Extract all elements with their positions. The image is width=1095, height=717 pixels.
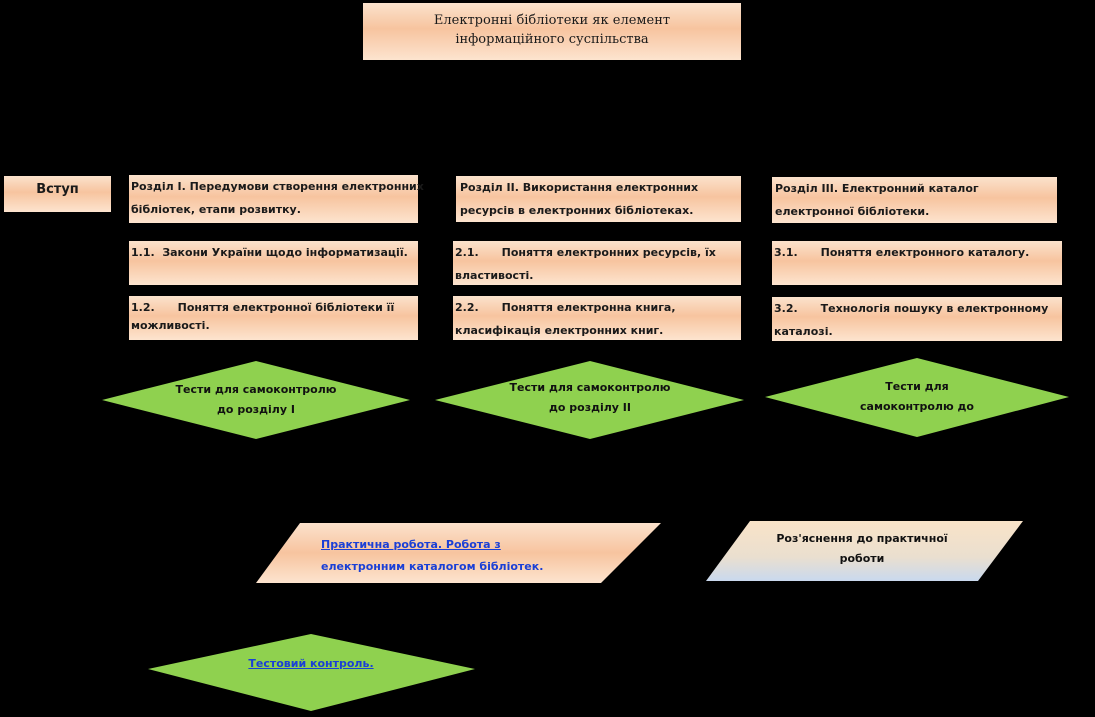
test-2-label-line-2: до розділу ІІ [549, 401, 631, 414]
test-3-label-line-1: Тести для [885, 380, 949, 393]
test-diamond-3[interactable] [765, 358, 1069, 437]
section-3-heading-line-2: електронної бібліотеки. [775, 205, 930, 218]
practical-label-line-1[interactable]: Практична робота. Робота з [321, 538, 501, 551]
explanation-label-line-1: Роз'яснення до практичної [776, 532, 948, 545]
section-2-item-2-line-2: класифікація електронних книг. [455, 324, 664, 337]
test-diamond-2[interactable] [435, 361, 744, 439]
diagram-title: Електронні бібліотеки як елемент інформа… [363, 3, 741, 60]
explanation-parallelogram[interactable] [706, 521, 1023, 581]
section-2-item-2-line-1: 2.2. Поняття електронна книга, [455, 301, 676, 314]
explanation-label-line-2: роботи [839, 552, 885, 565]
section-3-item-2-line-1: 3.2. Технологія пошуку в електронному [774, 302, 1049, 315]
section-1-heading[interactable]: Розділ І. Передумови створення електронн… [129, 175, 424, 223]
section-2-heading-line-1: Розділ ІІ. Використання електронних [460, 181, 699, 194]
section-1-item-1[interactable]: 1.1. Закони України щодо інформатизації. [129, 241, 418, 285]
final-test-label[interactable]: Тестовий контроль. [211, 654, 411, 674]
section-2-heading-line-2: ресурсів в електронних бібліотеках. [460, 204, 694, 217]
title-line-2: інформаційного суспільства [455, 32, 649, 47]
section-1-item-2[interactable]: 1.2. Поняття електронної бібліотеки її м… [129, 296, 418, 340]
intro-box[interactable]: Вступ [4, 176, 111, 212]
test-diamond-1[interactable] [102, 361, 410, 439]
section-3-item-2[interactable]: 3.2. Технологія пошуку в електронному ка… [772, 297, 1062, 341]
section-1-item-2-line-1: 1.2. Поняття електронної бібліотеки її [131, 301, 395, 314]
final-test-diamond[interactable] [148, 634, 475, 711]
test-1-label-line-2: до розділу І [217, 403, 295, 416]
practical-label-line-2[interactable]: електронним каталогом бібліотек. [321, 560, 544, 573]
test-2-label: Тести для самоконтролю до розділу ІІ [490, 378, 690, 418]
section-3-item-1-line-1: 3.1. Поняття електронного каталогу. [774, 246, 1030, 259]
section-1-heading-line-1: Розділ І. Передумови створення електронн… [131, 180, 424, 193]
intro-label: Вступ [36, 182, 79, 197]
test-3-label-line-2: самоконтролю до [860, 400, 974, 413]
section-3-item-1[interactable]: 3.1. Поняття електронного каталогу. [772, 241, 1062, 285]
section-3-heading[interactable]: Розділ ІІІ. Електронний каталог електрон… [772, 177, 1057, 223]
practical-parallelogram[interactable] [256, 523, 661, 583]
title-line-1: Електронні бібліотеки як елемент [433, 13, 671, 28]
section-1-item-2-line-2: можливості. [131, 319, 210, 332]
test-1-label: Тести для самоконтролю до розділу І [156, 380, 356, 420]
section-1-heading-line-2: бібліотек, етапи розвитку. [131, 203, 301, 216]
test-1-label-line-1: Тести для самоконтролю [175, 383, 337, 396]
section-2-item-1[interactable]: 2.1. Поняття електронних ресурсів, їх вл… [453, 241, 741, 285]
explanation-label[interactable]: Роз'яснення до практичної роботи [762, 529, 962, 569]
section-1-item-1-line-1: 1.1. Закони України щодо інформатизації. [131, 246, 408, 259]
section-2-item-1-line-1: 2.1. Поняття електронних ресурсів, їх [455, 246, 716, 259]
section-3-heading-line-1: Розділ ІІІ. Електронний каталог [775, 182, 979, 195]
practical-label[interactable]: Практична робота. Робота з електронним к… [321, 534, 601, 578]
section-3-item-2-line-2: каталозі. [774, 325, 833, 338]
test-3-label: Тести для самоконтролю до [817, 377, 1017, 417]
section-2-item-2[interactable]: 2.2. Поняття електронна книга, класифіка… [453, 296, 741, 340]
section-2-heading[interactable]: Розділ ІІ. Використання електронних ресу… [456, 176, 741, 222]
test-2-label-line-1: Тести для самоконтролю [509, 381, 671, 394]
final-test-link[interactable]: Тестовий контроль. [248, 657, 374, 670]
section-2-item-1-line-2: властивості. [455, 269, 534, 282]
